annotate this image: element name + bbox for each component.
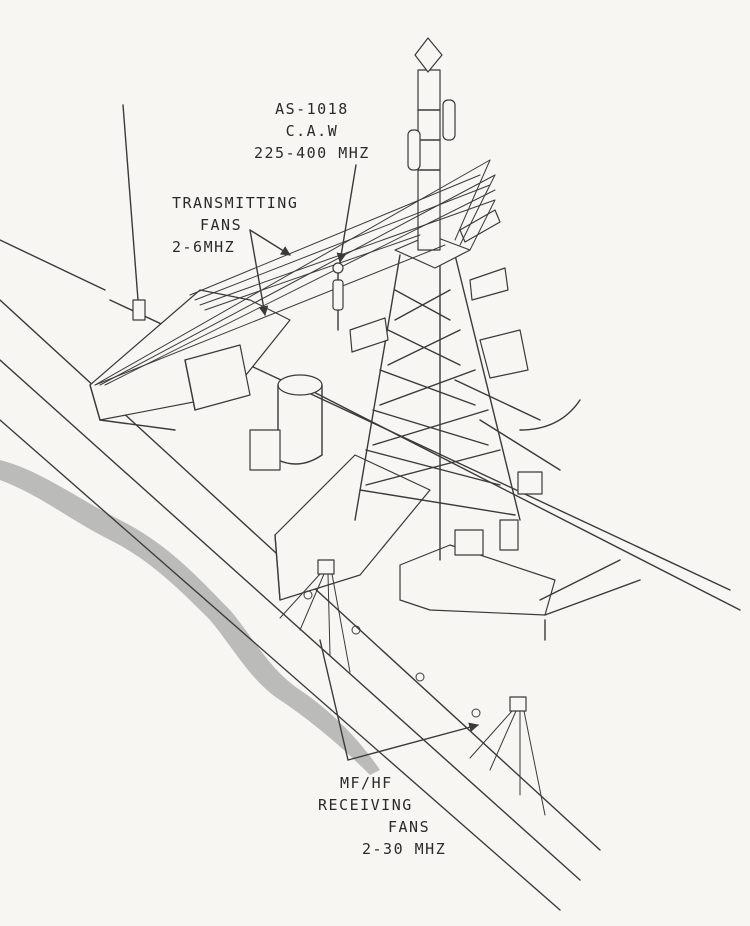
forward-deckhouse xyxy=(89,289,291,431)
receiving-fans-label: MF/HF RECEIVING FANS 2-30 MHZ xyxy=(318,772,446,860)
receiving-fan-forward xyxy=(279,559,351,673)
as1018-label: AS-1018 C.A.W 225-400 MHZ xyxy=(254,98,370,164)
as1018-frequency: 225-400 MHZ xyxy=(254,144,370,162)
transmitting-fans: FANS xyxy=(200,216,243,234)
transmitting-title: TRANSMITTING xyxy=(172,194,299,212)
hull-shading xyxy=(0,460,380,775)
transmitting-fans-label: TRANSMITTING FANS 2-6MHZ xyxy=(172,192,298,258)
as1018-antenna xyxy=(332,262,344,331)
portholes xyxy=(303,590,481,718)
receiving-fans: FANS xyxy=(388,818,431,836)
lattice-mast xyxy=(349,37,581,561)
receiving-frequency: 2-30 MHZ xyxy=(362,840,447,858)
receiving-title: RECEIVING xyxy=(318,796,413,814)
forward-whip-antenna xyxy=(122,104,146,321)
superstructure xyxy=(274,454,641,641)
as1018-type: C.A.W xyxy=(285,122,339,140)
deck-tank xyxy=(249,374,323,471)
transmitting-fan-wires xyxy=(94,159,496,386)
receiving-band: MF/HF xyxy=(340,774,393,792)
as1018-model: AS-1018 xyxy=(275,100,349,118)
receiving-fan-aft xyxy=(469,696,546,816)
transmitting-frequency: 2-6MHZ xyxy=(172,238,236,256)
leader-lines xyxy=(249,164,479,761)
